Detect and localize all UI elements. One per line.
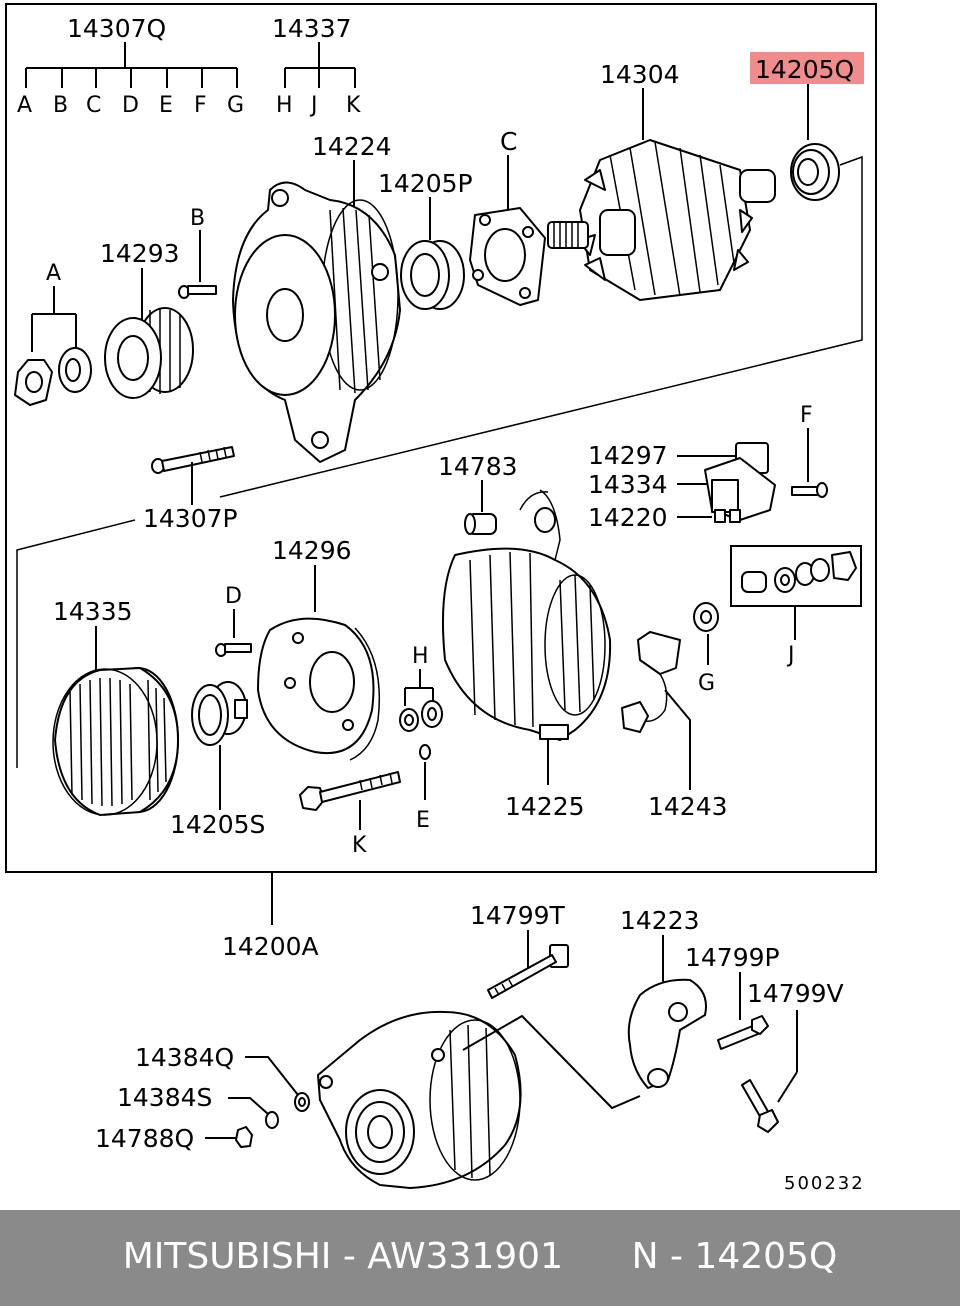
regulator-brush-holder: [704, 442, 776, 523]
label-g-grommet: G: [698, 671, 715, 696]
label-14220: 14220: [588, 503, 668, 532]
washer-14384s: [265, 1111, 279, 1129]
bracket-14223: [627, 978, 707, 1089]
label-14799v: 14799V: [747, 979, 844, 1008]
label-14205s: 14205S: [170, 810, 265, 839]
label-h-washer: H: [412, 644, 429, 669]
alternator-exploded-diagram: 14307Q 14337 A B C D E F G H J K 14205Q …: [5, 3, 877, 1194]
section-divider: [219, 155, 863, 498]
screw-f: [791, 482, 828, 498]
screw-d: [215, 643, 252, 657]
label-14307p: 14307P: [143, 504, 238, 533]
bearing-14205q: [790, 143, 840, 201]
label-14223: 14223: [620, 906, 700, 935]
stator-14335: [52, 667, 179, 816]
sleeve-14205s: [191, 681, 248, 746]
label-14224: 14224: [312, 132, 392, 161]
kit-j-parts: [741, 551, 857, 593]
highlight-14205q: [750, 52, 864, 84]
bearing-retainer-plate: [469, 207, 546, 306]
front-bracket-14224: [232, 181, 401, 463]
label-14293: 14293: [100, 239, 180, 268]
diagram-reference-number: 500232: [784, 1173, 865, 1194]
label-c-plate: C: [500, 127, 517, 156]
screw-b: [178, 285, 217, 299]
label-j-kit: J: [786, 643, 795, 668]
label-f-screw: F: [800, 403, 813, 428]
label-j: J: [309, 93, 318, 118]
label-14296: 14296: [272, 536, 352, 565]
label-b-screw: B: [190, 206, 205, 231]
bolt-k: [299, 771, 401, 811]
assembly-frame: [5, 3, 877, 873]
label-c: C: [86, 93, 101, 118]
label-e: E: [159, 93, 173, 118]
washers-h: [399, 700, 443, 732]
label-k: K: [346, 93, 361, 118]
label-f: F: [194, 93, 207, 118]
rotor-14304: [547, 139, 776, 301]
kit-tree-14307q: [25, 42, 238, 88]
label-14200a: 14200A: [222, 932, 319, 961]
label-h: H: [276, 93, 293, 118]
label-14205q: 14205Q: [755, 55, 854, 84]
label-a: A: [17, 93, 32, 118]
grommet-g: [693, 602, 719, 632]
label-d: D: [122, 93, 139, 118]
label-14799t: 14799T: [470, 901, 566, 930]
label-14297: 14297: [588, 441, 668, 470]
label-e-washer: E: [416, 808, 430, 833]
label-b: B: [53, 93, 68, 118]
terminal-14243: [621, 631, 681, 733]
through-bolt-14307p: [151, 446, 235, 474]
label-14307q: 14307Q: [67, 14, 166, 43]
label-14384s: 14384S: [117, 1083, 212, 1112]
alternator-assembly: [317, 1010, 522, 1189]
washer-14384q: [294, 1092, 310, 1112]
washer-e: [419, 744, 431, 760]
label-14335: 14335: [53, 597, 133, 626]
label-d-screw: D: [225, 584, 242, 609]
label-g: G: [227, 93, 244, 118]
bearing-14205p: [400, 240, 465, 310]
label-14225: 14225: [505, 792, 585, 821]
bolt-14799p: [717, 1015, 769, 1050]
bolt-14799v: [741, 1079, 779, 1133]
rear-bracket-14225: [441, 489, 612, 741]
label-14384q: 14384Q: [135, 1043, 234, 1072]
section-divider-lower: [16, 519, 136, 768]
cover-plate-14296: [257, 617, 381, 761]
label-a-nut: A: [46, 261, 61, 286]
nut-14788q: [235, 1126, 253, 1148]
label-k-bolt: K: [352, 833, 367, 858]
spring-washer-a: [58, 347, 92, 393]
label-14304: 14304: [600, 60, 680, 89]
label-14799p: 14799P: [685, 943, 780, 972]
label-14788q: 14788Q: [95, 1124, 194, 1153]
pulley-14293: [104, 307, 194, 399]
kit-tree-14337: [284, 42, 356, 88]
bolt-14799t: [487, 944, 569, 999]
label-14205p: 14205P: [378, 169, 473, 198]
brush-sleeve-14783: [464, 513, 497, 535]
label-14337: 14337: [272, 14, 352, 43]
footer-part-info: MITSUBISHI - AW331901 N - 14205Q: [122, 1236, 838, 1277]
label-14334: 14334: [588, 470, 668, 499]
nut-a: [14, 359, 53, 406]
label-14783: 14783: [438, 452, 518, 481]
label-14243: 14243: [648, 792, 728, 821]
footer-bar: MITSUBISHI - AW331901 N - 14205Q: [0, 1210, 960, 1306]
